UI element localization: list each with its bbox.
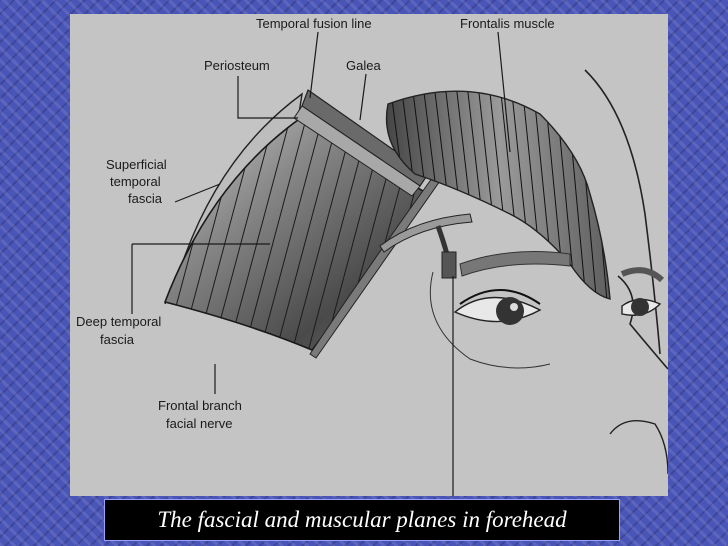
leader-superficial-fascia [174,183,221,203]
eyebrow-bar [459,251,571,277]
caption-box: The fascial and muscular planes in foreh… [104,499,620,541]
anatomy-illustration: Temporal fusion line Frontalis muscle Pe… [76,16,668,496]
muscle-fiber-line [609,91,610,299]
label-galea: Galea [346,58,381,73]
label-superficial-line1: Superficial [106,157,167,172]
label-nerve-line1: Frontal branch [158,398,242,413]
muscle-fiber-line [621,84,639,314]
caption-text: The fascial and muscular planes in foreh… [157,507,567,532]
frontalis-muscle-outline [385,90,611,300]
leader-temporal-fusion [309,31,319,99]
label-frontalis-muscle: Frontalis muscle [460,16,555,31]
label-deep-line2: fascia [100,332,135,347]
cheek-outline [609,420,668,475]
label-superficial-line2: temporal [110,174,161,189]
nerve-segment [441,251,457,279]
label-nerve-line2: facial nerve [166,416,232,431]
leader-galea [359,73,367,121]
periosteum-strip [293,105,421,197]
label-deep-line1: Deep temporal [76,314,161,329]
orbit-outline [429,271,551,369]
right-eye [621,298,662,316]
fascia-fiber-line [165,120,207,350]
anatomy-figure-panel: Temporal fusion line Frontalis muscle Pe… [70,14,668,496]
nose-outline [617,275,668,370]
label-periosteum: Periosteum [204,58,270,73]
label-superficial-line3: fascia [128,191,163,206]
superficial-fascia-extension [379,213,473,253]
leader-periosteum [237,76,298,119]
forehead-outline [584,69,661,355]
leader-frontalis [497,31,511,153]
right-brow [620,267,665,283]
label-temporal-fusion-line: Temporal fusion line [256,16,372,31]
fascia-fiber-line [165,120,191,350]
left-eye [453,289,542,325]
